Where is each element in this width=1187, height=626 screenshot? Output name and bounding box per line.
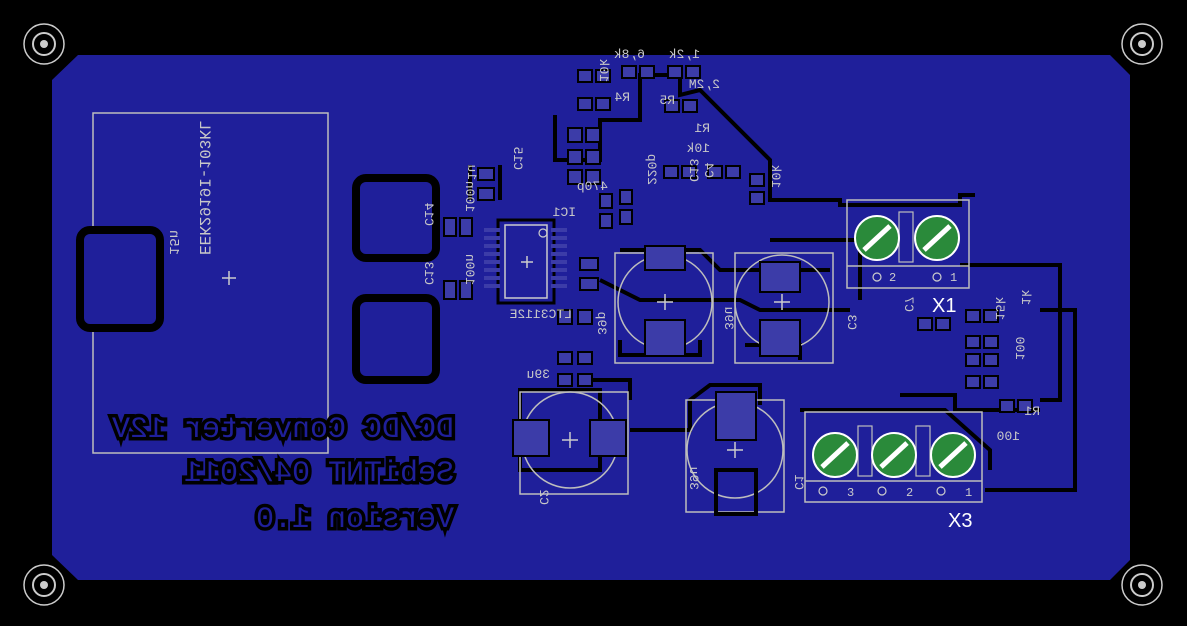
capacitor-c1 — [685, 391, 785, 516]
mounting-hole-bottom-right — [1121, 564, 1163, 606]
connector-x1-pin-2: 2 — [889, 271, 896, 285]
label-22m: 2,2M — [689, 77, 720, 92]
capacitor-c2 — [512, 391, 629, 495]
label-c4: C4 — [701, 162, 716, 178]
inductor-value: 15n — [165, 230, 181, 255]
label-10k-b: 10k — [768, 164, 783, 188]
label-r4: R4 — [614, 90, 630, 105]
label-c3: C3 — [844, 314, 859, 330]
label-12k: 1,2k — [669, 47, 700, 62]
label-c6-value: 39p — [594, 312, 609, 335]
label-15k: 15k — [992, 296, 1007, 320]
label-r1-value: 10k — [686, 141, 710, 156]
mounting-hole-top-right — [1121, 23, 1163, 65]
label-r-big: R1 — [1024, 404, 1040, 419]
label-c14-value: 100n — [462, 181, 477, 212]
capacitor-c3 — [734, 252, 834, 364]
label-c-mid-value: 39u — [721, 307, 736, 330]
label-c-mid-value-2: 470p — [577, 179, 608, 194]
title-line-2: SebiTNT 04/2011 — [184, 457, 454, 491]
label-c15-value: 1u — [464, 164, 479, 180]
inductor-label: EEK2919I-103KL — [195, 121, 213, 255]
label-r1: R1 — [694, 121, 710, 136]
title-line-1: DC/DC Converter 12V — [112, 413, 454, 447]
label-100-a: 100 — [997, 429, 1020, 444]
label-c13-value: 100n — [462, 254, 477, 285]
connector-x1-pin-1: 1 — [950, 271, 957, 285]
label-c15: C15 — [510, 147, 525, 170]
connector-x1-label: X1 — [932, 295, 956, 317]
ic1-package — [496, 218, 556, 305]
connector-x3-pin-1: 1 — [965, 486, 972, 500]
label-c1-value: 39u — [686, 467, 701, 490]
title-line-3: Version 1.0 — [256, 503, 454, 537]
capacitor-c-mid — [614, 245, 714, 364]
label-10k-a: 10k — [596, 58, 611, 82]
connector-x3-label: X3 — [948, 510, 972, 532]
connector-x3-pin-2: 2 — [906, 486, 913, 500]
label-c14: C14 — [421, 202, 436, 226]
label-100-b: 100 — [1012, 337, 1027, 360]
terminal-x1 — [846, 199, 970, 289]
smd-pads — [443, 65, 1033, 413]
connector-x3-pin-3: 3 — [847, 486, 854, 500]
mounting-hole-bottom-left — [23, 564, 65, 606]
ic1-part: LTC3112E — [509, 307, 572, 322]
inductor-pad-bottom — [352, 294, 440, 384]
label-c2: C2 — [536, 489, 551, 505]
label-c-top-value: 220p — [644, 154, 659, 185]
mounting-hole-top-left — [23, 23, 65, 65]
label-c13b: C13 — [686, 159, 701, 182]
label-c1: C1 — [791, 474, 806, 490]
label-r5: R5 — [659, 93, 675, 108]
terminal-x3 — [804, 411, 983, 503]
inductor-pad-top — [352, 174, 440, 262]
label-1k: 1k — [1018, 289, 1033, 305]
title-block: DC/DC Converter 12V SebiTNT 04/2011 Vers… — [108, 410, 457, 541]
label-68k: 6,8k — [614, 47, 645, 62]
ic1-name: IC1 — [552, 205, 576, 220]
label-c13: C13 — [421, 262, 436, 285]
ic1-pins-right — [551, 228, 567, 288]
ic1-pins-left — [484, 228, 500, 288]
label-c7: C7 — [901, 296, 916, 312]
label-c2-value: 39u — [527, 367, 550, 382]
inductor-pad-left — [76, 226, 164, 332]
